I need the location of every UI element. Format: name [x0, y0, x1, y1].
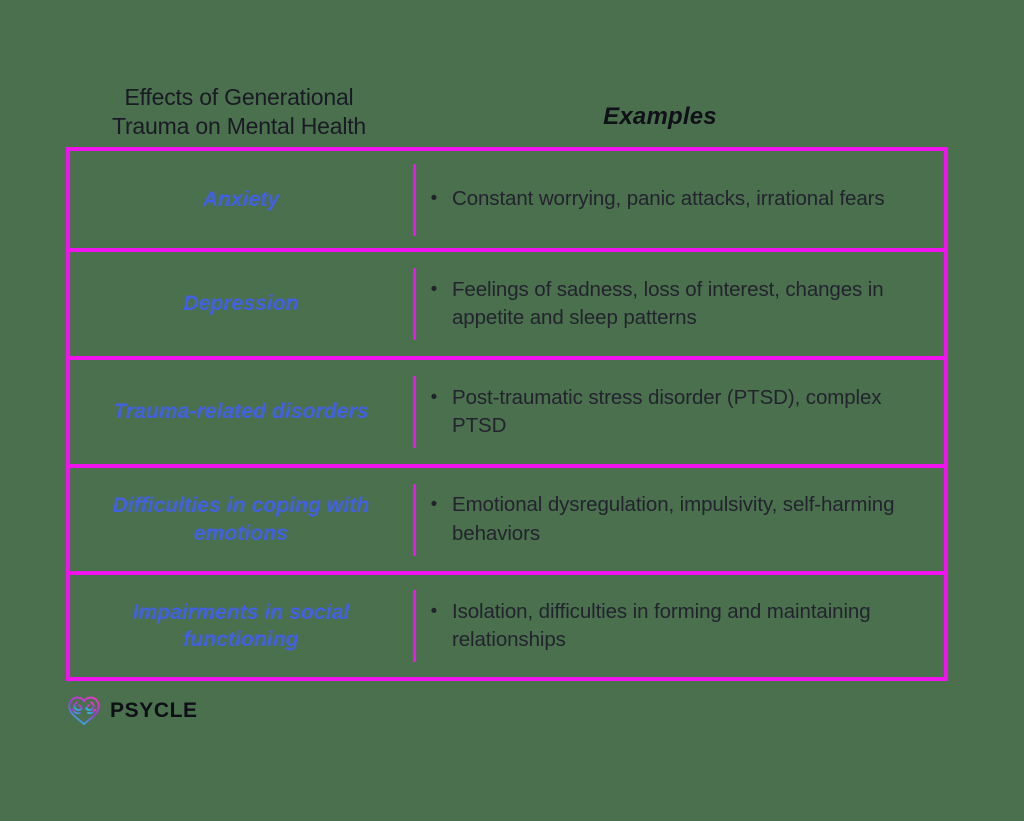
bullet-icon: • [430, 494, 438, 516]
table-row: Difficulties in coping with emotions • E… [70, 468, 944, 575]
cell-effect: Difficulties in coping with emotions [70, 468, 412, 571]
cell-effect: Depression [70, 252, 412, 356]
table-row: Depression • Feelings of sadness, loss o… [70, 252, 944, 360]
header-effects-line2: Trauma on Mental Health [111, 113, 367, 140]
bullet-icon: • [430, 386, 438, 408]
cell-effect: Anxiety [70, 151, 412, 248]
header-effects: Effects of Generational Trauma on Mental… [66, 82, 412, 142]
row-divider [412, 360, 416, 464]
cell-example: • Isolation, difficulties in forming and… [416, 575, 944, 677]
bullet-icon: • [430, 278, 438, 300]
example-text: Post-traumatic stress disorder (PTSD), c… [452, 385, 882, 437]
row-divider-line [412, 376, 416, 448]
cell-effect: Trauma-related disorders [70, 360, 412, 464]
row-divider [412, 252, 416, 356]
brand-name: PSYCLE [110, 699, 198, 722]
example-text: Feelings of sadness, loss of interest, c… [452, 277, 884, 329]
cell-example: • Emotional dysregulation, impulsivity, … [416, 468, 944, 571]
row-divider-line [412, 483, 416, 556]
table-row: Impairments in social functioning • Isol… [70, 575, 944, 677]
table-row: Trauma-related disorders • Post-traumati… [70, 360, 944, 468]
row-divider [412, 151, 416, 248]
bullet-icon: • [430, 188, 438, 210]
bullet-item: • Isolation, difficulties in forming and… [416, 598, 922, 655]
cell-example: • Constant worrying, panic attacks, irra… [416, 151, 944, 248]
bullet-item: • Constant worrying, panic attacks, irra… [416, 185, 885, 213]
row-divider [412, 468, 416, 571]
bullet-item: • Post-traumatic stress disorder (PTSD),… [416, 384, 922, 441]
effect-label: Depression [183, 292, 299, 316]
brand-logo: PSYCLE [66, 694, 198, 728]
header-examples: Examples [603, 103, 717, 130]
bullet-icon: • [430, 600, 438, 622]
effect-label: Anxiety [202, 187, 280, 211]
effect-label: Trauma-related disorders [113, 400, 369, 424]
cell-example: • Post-traumatic stress disorder (PTSD),… [416, 360, 944, 464]
effect-label: Impairments in social functioning [132, 600, 350, 651]
column-headers: Effects of Generational Trauma on Mental… [66, 82, 948, 146]
row-divider-line [412, 163, 416, 236]
example-text: Constant worrying, panic attacks, irrati… [452, 187, 885, 211]
header-effects-line1: Effects of Generational [124, 84, 354, 110]
cell-effect: Impairments in social functioning [70, 575, 412, 677]
effect-label: Difficulties in coping with emotions [112, 494, 370, 545]
brain-heart-icon [66, 694, 102, 728]
cell-example: • Feelings of sadness, loss of interest,… [416, 252, 944, 356]
example-text: Isolation, difficulties in forming and m… [452, 599, 871, 651]
effects-examples-table: Anxiety • Constant worrying, panic attac… [66, 147, 948, 681]
bullet-item: • Emotional dysregulation, impulsivity, … [416, 491, 922, 548]
row-divider-line [412, 590, 416, 662]
example-text: Emotional dysregulation, impulsivity, se… [452, 493, 895, 545]
table-row: Anxiety • Constant worrying, panic attac… [70, 151, 944, 252]
row-divider-line [412, 268, 416, 340]
bullet-item: • Feelings of sadness, loss of interest,… [416, 276, 922, 333]
row-divider [412, 575, 416, 677]
